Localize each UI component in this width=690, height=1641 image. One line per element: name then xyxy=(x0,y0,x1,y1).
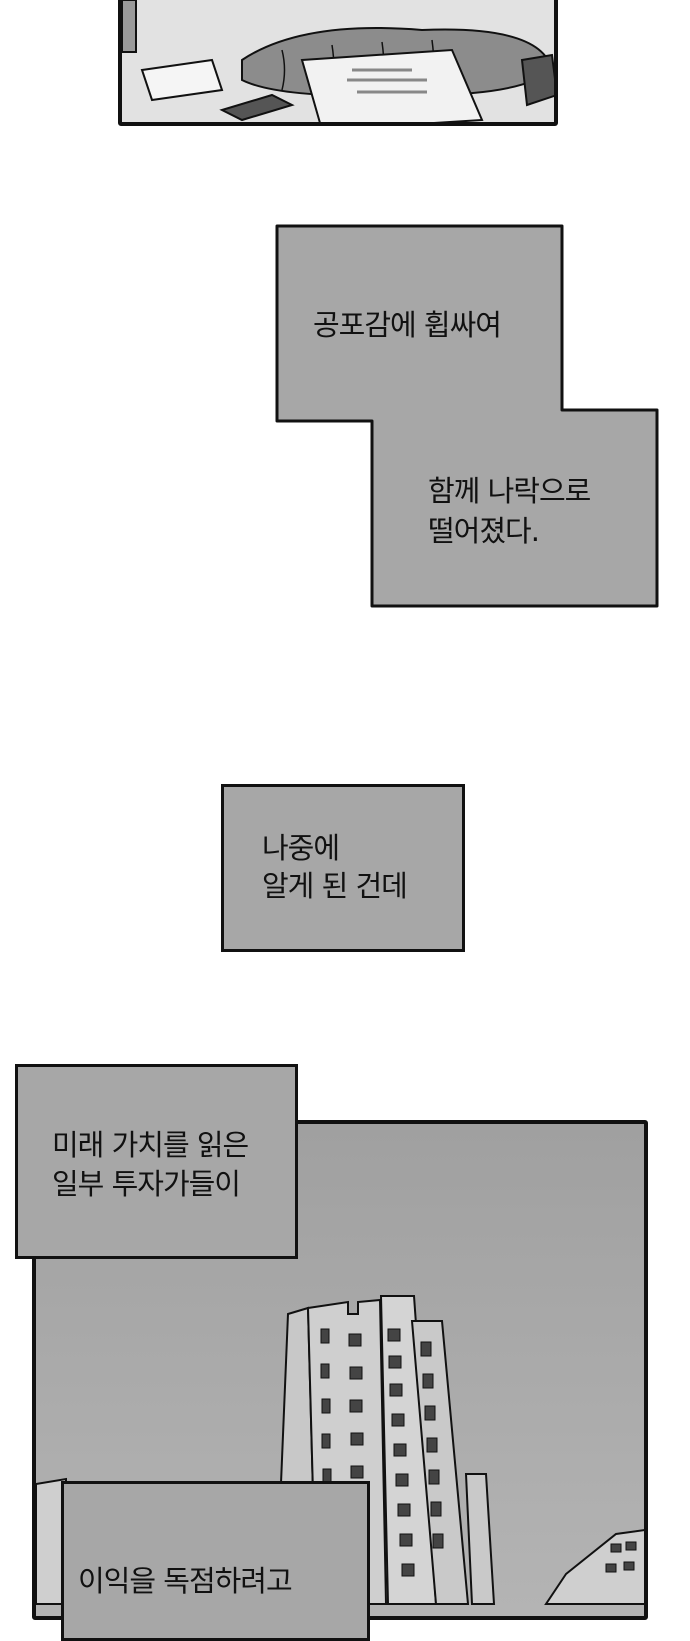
caption-box xyxy=(221,784,465,952)
caption-text: 함께 나락으로 xyxy=(428,474,591,508)
caption-text: 알게 된 건데 xyxy=(262,869,408,903)
caption-text: 이익을 독점하려고 xyxy=(78,1564,293,1598)
caption-text: 미래 가치를 읽은 xyxy=(52,1128,249,1162)
newspaper-scene-illustration xyxy=(122,0,554,122)
caption-text: 나중에 xyxy=(262,831,340,865)
caption-text: 일부 투자가들이 xyxy=(52,1167,241,1201)
caption-text: 공포감에 휩싸여 xyxy=(313,308,502,342)
top-comic-panel xyxy=(118,0,558,126)
caption-box xyxy=(61,1481,370,1641)
caption-box xyxy=(15,1064,298,1259)
caption-text: 떨어졌다. xyxy=(428,514,540,548)
